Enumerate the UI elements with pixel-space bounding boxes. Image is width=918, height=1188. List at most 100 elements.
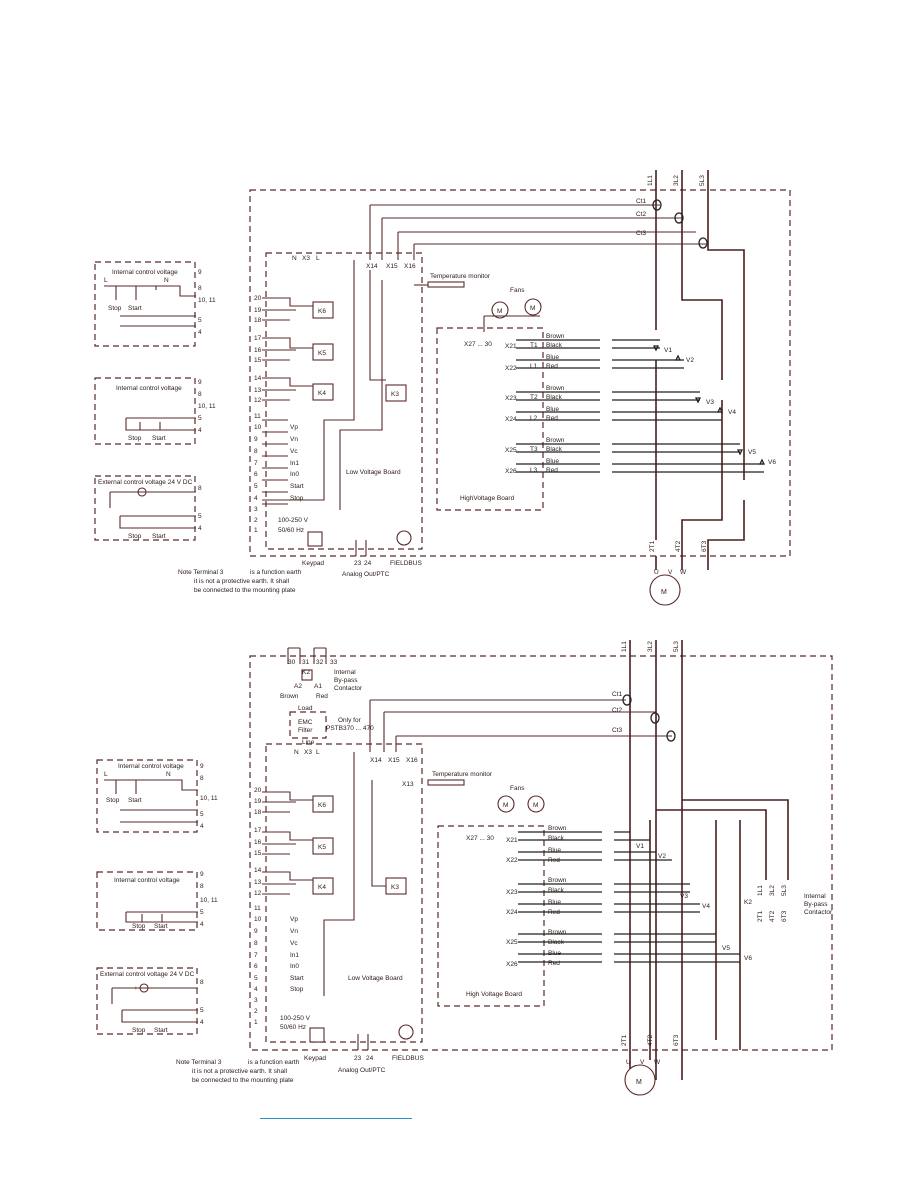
supply-frequency: 50/60 Hz (278, 527, 304, 534)
svg-text:Fans: Fans (510, 785, 525, 792)
svg-text:8: 8 (200, 775, 204, 782)
svg-text:20: 20 (254, 295, 262, 302)
low-voltage-board-label: Low Voltage Board (346, 469, 401, 476)
ct-lines (370, 204, 706, 245)
svg-text:Internal control voltage: Internal control voltage (118, 763, 184, 770)
svg-text:Blue: Blue (548, 899, 561, 906)
ctrl-panel-2b (96, 871, 198, 931)
svg-text:15: 15 (254, 357, 262, 364)
output-labels: 2T1 4T2 6T3 (649, 540, 708, 552)
svg-text:6T3: 6T3 (781, 910, 788, 922)
svg-text:K5: K5 (318, 350, 326, 357)
board-wiring (262, 260, 386, 510)
keypad-port (307, 531, 323, 547)
svg-text:Red: Red (316, 693, 328, 700)
svg-text:Black: Black (546, 342, 563, 349)
svg-text:Only for: Only for (338, 717, 362, 724)
svg-text:9: 9 (200, 763, 204, 770)
link-underline[interactable] (260, 1118, 412, 1119)
svg-text:4: 4 (200, 823, 204, 830)
svg-text:Start: Start (128, 797, 142, 804)
svg-text:4T2: 4T2 (675, 540, 682, 552)
svg-text:X23: X23 (505, 395, 517, 402)
svg-text:100-250 V: 100-250 V (280, 1015, 311, 1022)
svg-text:10: 10 (254, 916, 262, 923)
svg-text:10, 11: 10, 11 (200, 897, 218, 904)
svg-text:6T3: 6T3 (673, 1034, 680, 1046)
svg-text:19: 19 (254, 798, 262, 805)
ct2-ring (674, 212, 684, 224)
svg-text:Brown: Brown (546, 333, 565, 340)
svg-text:8: 8 (200, 979, 204, 986)
ctrl-panel-1c (94, 475, 196, 541)
svg-text:4: 4 (254, 986, 258, 993)
svg-text:Internal: Internal (804, 893, 826, 900)
svg-text:Blue: Blue (548, 847, 561, 854)
svg-text:Low Voltage Board: Low Voltage Board (348, 975, 403, 982)
svg-text:Keypad: Keypad (304, 1055, 326, 1062)
temp-monitor-label: Temperature monitor (430, 273, 491, 280)
svg-text:Stop: Stop (106, 797, 120, 804)
svg-text:19: 19 (254, 307, 262, 314)
svg-text:Start: Start (152, 435, 166, 442)
svg-text:23: 23 (354, 1055, 362, 1062)
svg-text:Black: Black (548, 835, 565, 842)
svg-text:16: 16 (254, 347, 262, 354)
diagram-2: 30 31 32 33 K2 A2 A1 Brown Red Internal … (176, 640, 833, 1096)
svg-text:4: 4 (200, 921, 204, 928)
svg-text:U: U (626, 1059, 631, 1066)
svg-text:K6: K6 (318, 308, 326, 315)
svg-text:Stop: Stop (132, 1027, 146, 1034)
svg-text:2: 2 (254, 1008, 258, 1015)
fieldbus-label: FIELDBUS (390, 560, 422, 567)
svg-text:7: 7 (254, 952, 258, 959)
svg-text:Start: Start (128, 305, 142, 312)
svg-text:4: 4 (198, 329, 202, 336)
svg-text:Vp: Vp (290, 916, 298, 923)
svg-text:X14: X14 (370, 757, 382, 764)
main-line-3 (707, 170, 745, 570)
fan-1 (491, 301, 509, 319)
fans-label: Fans (510, 287, 525, 294)
ct2-label: Ct2 (636, 211, 647, 218)
svg-text:4T2: 4T2 (769, 910, 776, 922)
svg-text:L: L (104, 277, 108, 284)
svg-text:Blue: Blue (546, 406, 559, 413)
svg-text:13: 13 (254, 387, 262, 394)
svg-text:17: 17 (254, 335, 262, 342)
svg-text:V4: V4 (702, 903, 710, 910)
svg-text:16: 16 (254, 839, 262, 846)
relay-wiring (262, 297, 313, 401)
hv-connectors-2: X21 X22 X23 X24 X25 X26 (506, 837, 518, 968)
svg-text:5: 5 (254, 483, 258, 490)
x3-label: X3 (302, 255, 310, 262)
svg-text:be connected to the mounting p: be connected to the mounting plate (194, 587, 296, 594)
ctrl-panel-1b (94, 377, 196, 445)
svg-text:is a function earth: is a function earth (250, 569, 302, 576)
svg-text:5L3: 5L3 (781, 885, 788, 896)
svg-text:Internal control voltage: Internal control voltage (112, 269, 178, 276)
svg-text:is a function earth: is a function earth (248, 1059, 300, 1066)
svg-text:24: 24 (364, 560, 372, 567)
svg-text:M: M (497, 308, 502, 315)
svg-text:Vc: Vc (290, 940, 298, 947)
svg-text:30: 30 (288, 659, 296, 666)
svg-text:V6: V6 (768, 459, 776, 466)
svg-text:5: 5 (198, 513, 202, 520)
svg-text:10: 10 (254, 424, 262, 431)
svg-text:Black: Black (548, 887, 565, 894)
output-labels-2: 2T1 4T2 6T3 (621, 1034, 680, 1046)
svg-text:Stop: Stop (128, 533, 142, 540)
svg-text:In1: In1 (290, 460, 299, 467)
svg-text:32: 32 (316, 659, 324, 666)
svg-text:Brown: Brown (280, 693, 299, 700)
supply-voltage: 100-250 V (278, 517, 309, 524)
relay-k4 (312, 383, 334, 401)
svg-text:X24: X24 (505, 416, 517, 423)
svg-text:N: N (294, 749, 299, 756)
svg-text:8: 8 (254, 940, 258, 947)
svg-text:5: 5 (200, 1007, 204, 1014)
svg-text:Start: Start (290, 975, 304, 982)
hv-wires-b (612, 339, 764, 473)
